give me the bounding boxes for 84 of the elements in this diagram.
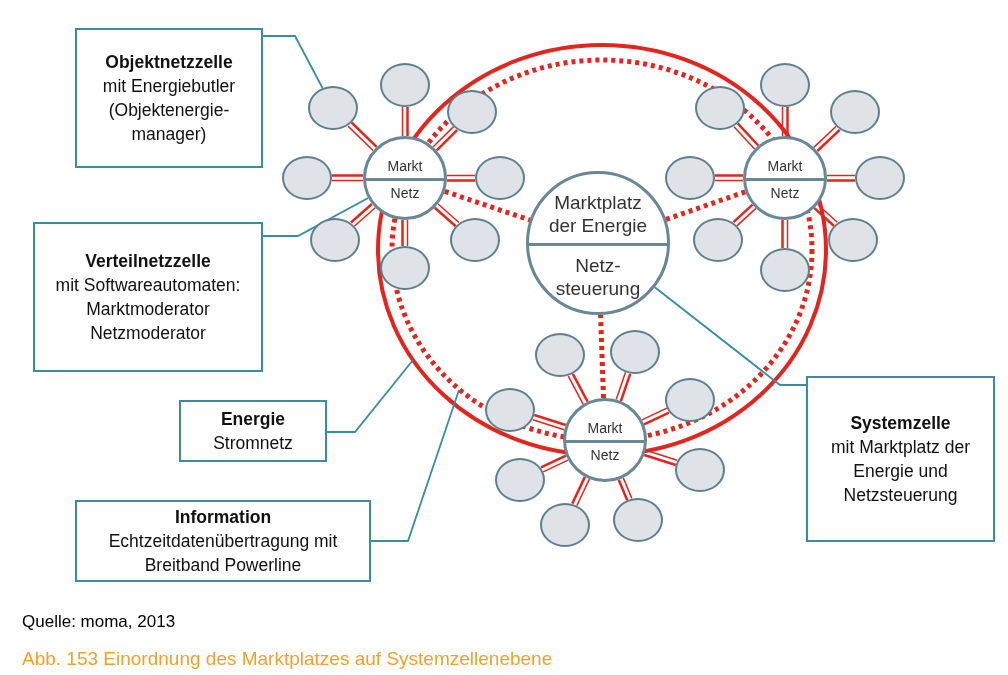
cell-hub-circle — [363, 136, 447, 220]
callout-title: Objektnetzzelle — [105, 51, 233, 74]
cell-circle — [610, 330, 660, 374]
callout-title: Verteilnetzzelle — [85, 250, 211, 273]
hub-upper-label: Markt — [387, 158, 423, 174]
source-note: Quelle: moma, 2013 — [22, 612, 176, 632]
leader-line — [326, 359, 414, 433]
hub-upper-label: Marktplatz der Energie — [547, 191, 649, 237]
cell-circle — [485, 388, 535, 432]
dotted-connector — [444, 189, 531, 223]
cell-circle — [830, 90, 880, 134]
double-line-connector — [813, 125, 841, 152]
double-line-connector — [446, 174, 476, 182]
callout-text: Echtzeitdatenübertragung mit Breitband Powerline — [107, 530, 339, 577]
cell-circle — [695, 86, 745, 130]
double-line-connector — [432, 125, 458, 152]
double-line-connector — [532, 413, 567, 431]
cell-circle — [475, 156, 525, 200]
cell-circle — [447, 90, 497, 134]
cell-circle — [693, 218, 743, 262]
cell-circle — [310, 218, 360, 262]
double-line-connector — [347, 121, 378, 152]
cell-circle — [665, 156, 715, 200]
hub-lower-label: Netz — [770, 185, 800, 201]
callout-text: mit Marktplatz der Energie und Netzsteuerung — [829, 436, 972, 507]
double-line-connector — [567, 373, 589, 405]
hub-upper-label: Markt — [587, 420, 623, 436]
cell-hub-circle — [743, 136, 827, 220]
double-line-connector — [331, 174, 364, 182]
double-line-connector — [813, 203, 839, 227]
double-line-connector — [643, 449, 678, 467]
cell-circle — [665, 378, 715, 422]
cell-circle — [855, 156, 905, 200]
double-line-connector — [826, 174, 856, 182]
callout-text: mit Energiebutler (Objektenergie- manager) — [101, 75, 237, 146]
double-line-connector — [714, 174, 744, 182]
callout-text: Stromnetz — [213, 432, 293, 455]
dotted-connector — [665, 189, 747, 222]
cell-circle — [535, 333, 585, 377]
double-line-connector — [571, 476, 591, 507]
callout-box — [33, 222, 263, 372]
leader-line — [370, 389, 460, 542]
double-line-connector — [401, 219, 409, 247]
callout-box — [179, 400, 327, 462]
double-line-connector — [732, 203, 757, 227]
cell-circle — [380, 246, 430, 290]
cell-circle — [495, 458, 545, 502]
callout-box — [806, 376, 995, 542]
cell-circle — [760, 248, 810, 292]
cell-circle — [540, 503, 590, 547]
callout-title: Systemzelle — [850, 412, 951, 435]
hub-lower-label: Netz — [390, 185, 420, 201]
callout-title: Information — [174, 506, 272, 529]
cell-circle — [613, 498, 663, 542]
leader-line — [653, 286, 807, 386]
callout-box — [75, 500, 371, 582]
double-line-connector — [781, 219, 789, 249]
dotted-connector — [598, 314, 606, 399]
double-line-connector — [433, 203, 460, 228]
double-line-connector — [401, 106, 409, 137]
callout-title: Energie — [220, 408, 286, 431]
leader-line — [262, 197, 369, 237]
figure-caption: Abb. 153 Einordnung des Marktplatzes auf Systemzellenebene — [22, 648, 553, 670]
cell-circle — [380, 63, 430, 107]
cell-circle — [450, 218, 500, 262]
cell-circle — [675, 448, 725, 492]
double-line-connector — [350, 203, 376, 228]
double-line-connector — [540, 454, 569, 473]
cell-circle — [828, 218, 878, 262]
double-line-connector — [641, 407, 670, 426]
hub-upper-label: Markt — [767, 158, 803, 174]
hub-lower-label: Netz — [590, 447, 620, 463]
double-line-connector — [617, 477, 633, 501]
leader-line — [262, 35, 324, 89]
cell-circle — [760, 63, 810, 107]
cell-hub-circle — [563, 398, 647, 482]
double-line-connector — [733, 122, 760, 150]
double-line-connector — [615, 371, 632, 402]
cell-circle — [308, 86, 358, 130]
double-line-connector — [781, 106, 789, 137]
cell-circle — [282, 156, 332, 200]
hub-lower-label: Netz- steuerung — [554, 254, 642, 300]
callout-text: mit Softwareautomaten: Marktmoderator Netzmoderator — [54, 274, 242, 345]
callout-box — [75, 28, 263, 168]
